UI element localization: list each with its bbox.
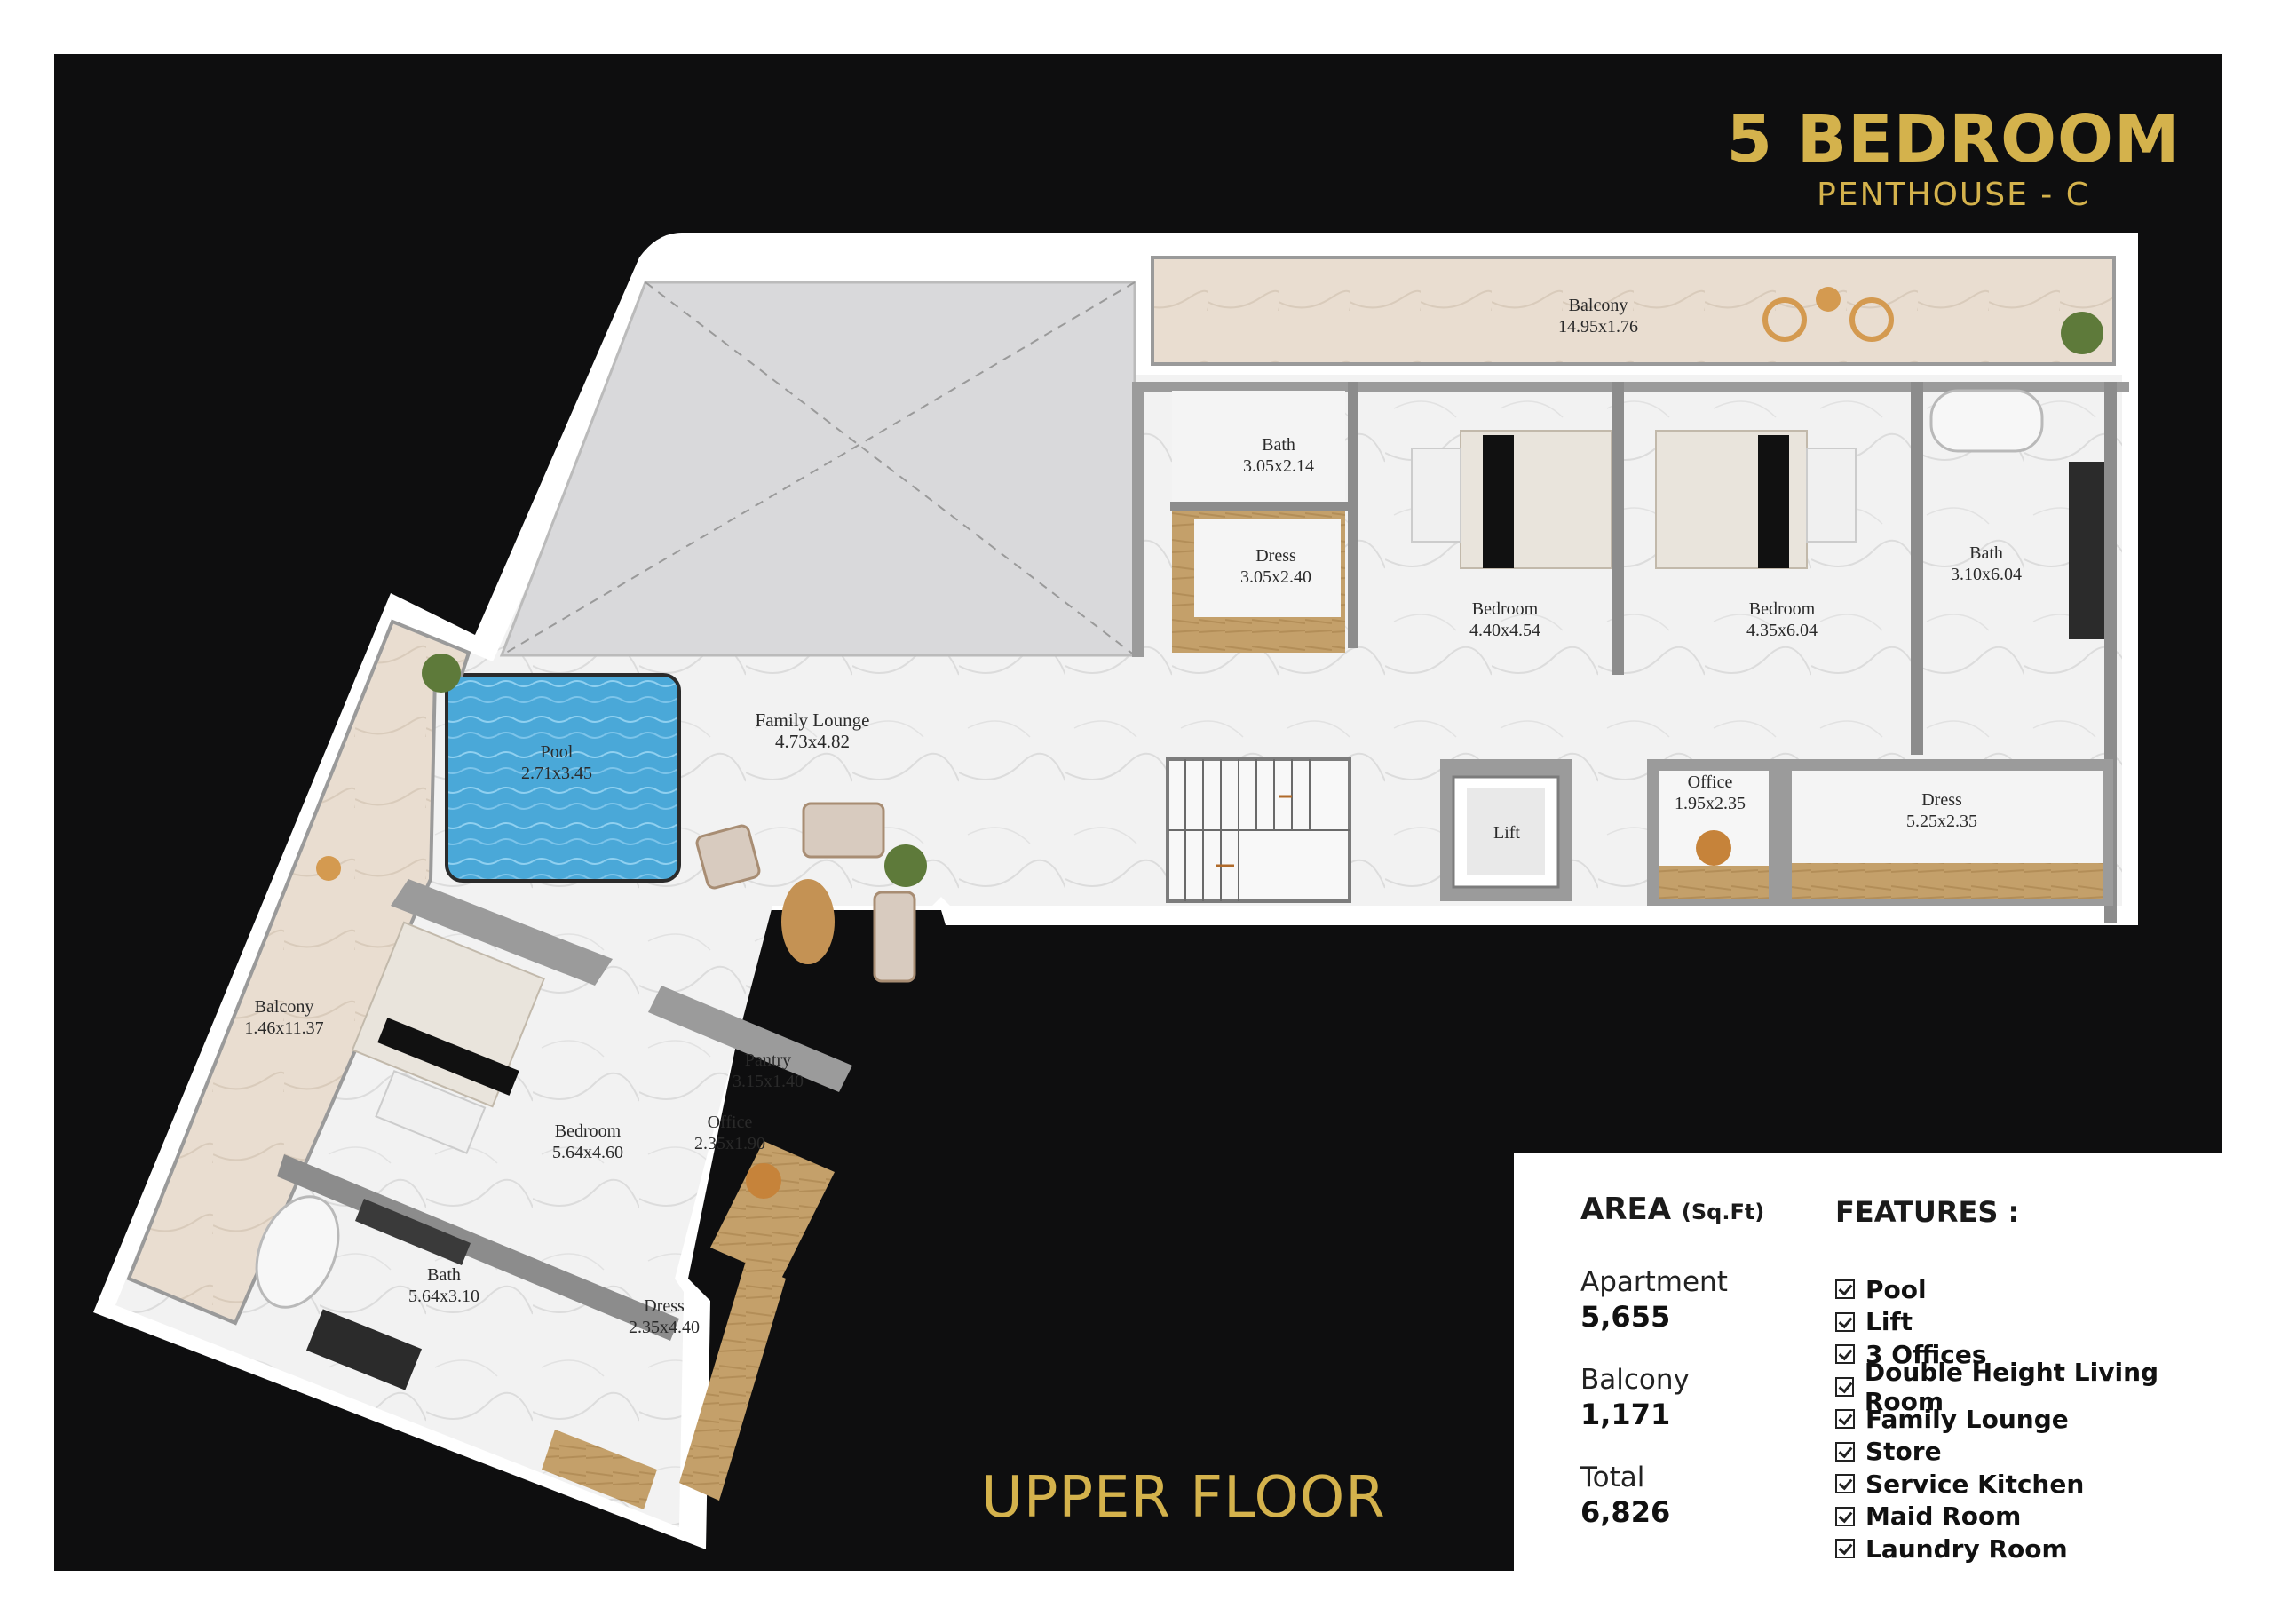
checkbox-checked-icon — [1835, 1279, 1855, 1300]
checkbox-checked-icon — [1835, 1474, 1855, 1494]
feature-item: Pool — [1835, 1273, 2222, 1306]
unit-type-heading: 5 BEDROOM — [1726, 101, 2181, 178]
feature-item: Service Kitchen — [1835, 1468, 2222, 1501]
checkbox-checked-icon — [1835, 1441, 1855, 1462]
svg-text:Lift: Lift — [1493, 823, 1520, 843]
feature-item: 3 Offices — [1835, 1338, 2222, 1371]
feature-item: Laundry Room — [1835, 1533, 2222, 1565]
feature-item: Family Lounge — [1835, 1403, 2222, 1436]
checkbox-checked-icon — [1835, 1344, 1855, 1365]
plan-title: 5 BEDROOM PENTHOUSE - C — [1687, 107, 2220, 211]
unit-subtitle: PENTHOUSE - C — [1817, 177, 2090, 213]
area-apartment: Apartment 5,655 — [1580, 1266, 1728, 1335]
checkbox-checked-icon — [1835, 1409, 1855, 1430]
checkbox-checked-icon — [1835, 1506, 1855, 1526]
features-heading: FEATURES : — [1835, 1195, 2020, 1229]
area-balcony: Balcony 1,171 — [1580, 1364, 1690, 1432]
area-heading: AREA (Sq.Ft) — [1580, 1192, 1765, 1227]
feature-item: Maid Room — [1835, 1501, 2222, 1533]
checkbox-checked-icon — [1835, 1311, 1855, 1332]
balcony-top-floor — [1151, 256, 2116, 366]
info-panel: AREA (Sq.Ft) FEATURES : Apartment 5,655 … — [1514, 1153, 2222, 1571]
staircase — [1166, 757, 1351, 903]
balcony-side-floor — [126, 619, 471, 1326]
features-list: Pool Lift 3 Offices Double Height Living… — [1835, 1273, 2222, 1565]
checkbox-checked-icon — [1835, 1376, 1854, 1397]
floor-label: UPPER FLOOR — [981, 1465, 1386, 1531]
feature-item: Double Height Living Room — [1835, 1358, 2222, 1416]
feature-item: Lift — [1835, 1306, 2222, 1339]
area-total: Total 6,826 — [1580, 1462, 1671, 1530]
checkbox-checked-icon — [1835, 1539, 1855, 1559]
feature-item: Store — [1835, 1436, 2222, 1469]
pool-water — [445, 673, 681, 883]
